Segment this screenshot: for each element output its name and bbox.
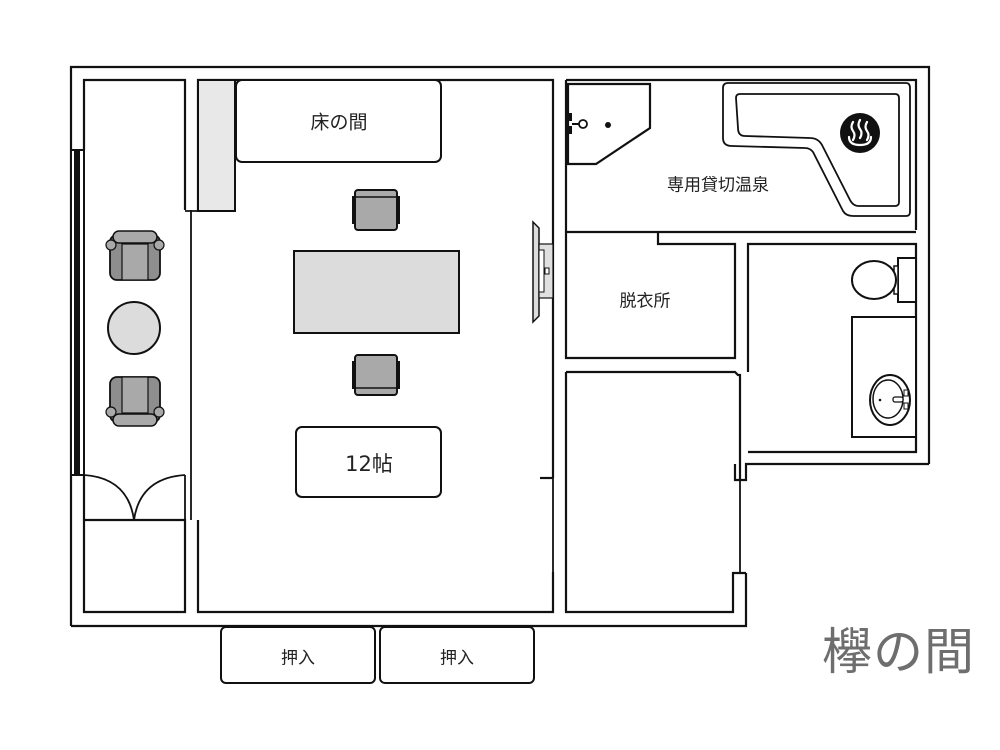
closet-right-label: 押入 bbox=[440, 648, 474, 669]
low-table-icon bbox=[293, 250, 460, 334]
tokonoma-side-shelf bbox=[197, 79, 236, 212]
armchair-icon bbox=[105, 230, 165, 281]
toilet-icon bbox=[851, 257, 917, 303]
closet-left[interactable] bbox=[220, 626, 376, 684]
engawa-walls bbox=[82, 210, 555, 614]
tv-icon bbox=[532, 220, 554, 324]
sink-icon bbox=[851, 316, 917, 438]
tokonoma-label: 床の間 bbox=[310, 111, 368, 134]
closet-left-label: 押入 bbox=[281, 648, 315, 669]
closet-right[interactable] bbox=[379, 626, 535, 684]
shower bbox=[566, 82, 652, 166]
private-onsen-label: 専用貸切温泉 bbox=[667, 175, 769, 196]
main-room-label-box bbox=[295, 426, 442, 498]
interior-walls bbox=[540, 80, 929, 614]
armchair-icon bbox=[105, 376, 165, 427]
main-room-label: 12帖 bbox=[345, 452, 393, 476]
window bbox=[70, 149, 85, 476]
floor-chair-icon bbox=[352, 354, 400, 396]
plan-title: 欅の間 bbox=[822, 623, 975, 681]
tokonoma bbox=[235, 79, 442, 163]
floor-chair-icon bbox=[352, 189, 400, 231]
dressing-room-label: 脱衣所 bbox=[619, 291, 671, 312]
onsen-bath bbox=[722, 82, 911, 217]
round-table-icon bbox=[107, 301, 161, 355]
double-door[interactable] bbox=[83, 474, 186, 521]
